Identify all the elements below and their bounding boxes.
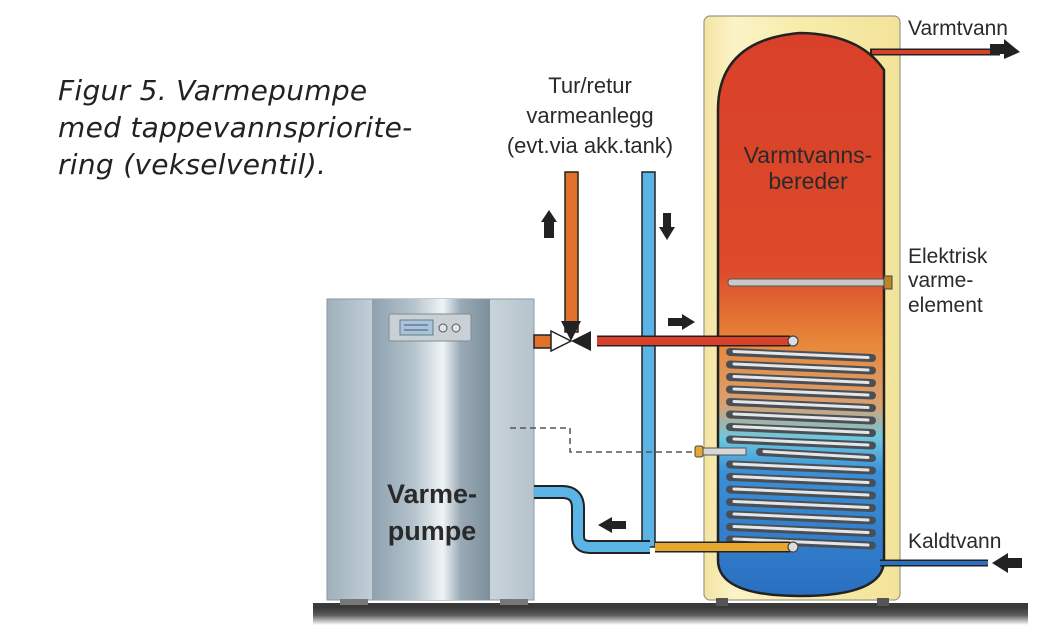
pump-label-line2: pumpe	[388, 516, 477, 546]
circuit-label-line2: varmeanlegg	[526, 103, 653, 128]
hot-water-arrow-icon	[990, 39, 1020, 59]
pump-return-pipe	[534, 487, 650, 552]
coil-highlight	[732, 487, 870, 497]
coil-highlight	[732, 512, 870, 522]
coil-highlight	[732, 500, 870, 509]
coil-highlight	[732, 525, 870, 534]
caption-line-1: Figur 5. Varmepumpe	[58, 74, 368, 107]
return-down-arrow-icon	[659, 227, 675, 240]
tank-label-line2: bereder	[768, 168, 848, 194]
coil-highlight	[732, 400, 870, 409]
element-label-line1: Elektrisk	[908, 245, 988, 268]
hot-water-label: Varmtvann	[908, 17, 1008, 40]
pump-return-arrow-icon	[598, 517, 612, 533]
coil-highlight	[732, 412, 870, 422]
element-label-line2: varme-	[908, 269, 973, 292]
cold-water-arrow-icon	[992, 553, 1022, 573]
coil-highlight	[732, 425, 870, 434]
coil-highlight	[762, 450, 870, 459]
coil-highlight	[732, 437, 870, 447]
coil-highlight	[732, 537, 870, 547]
coil-highlight	[732, 475, 870, 484]
supply-up-arrow-icon	[541, 210, 557, 222]
floor	[313, 605, 1028, 625]
floor-edge	[313, 603, 1028, 607]
pump-foot-left	[340, 599, 368, 605]
heat-exchanger-coil	[726, 348, 876, 550]
coil-highlight	[732, 362, 870, 372]
circuit-label-line3: (evt.via akk.tank)	[507, 133, 673, 158]
coil-highlight	[732, 462, 870, 472]
coil-highlight	[732, 375, 870, 384]
heat-pump-unit: Varme- pumpe	[326, 298, 535, 605]
supply-pipe	[564, 171, 579, 333]
caption-line-2: med tappevannsprioritе-	[58, 111, 413, 144]
circuit-label-line1: Tur/retur	[548, 73, 632, 98]
tank-label-line1: Varmtvanns-	[744, 142, 873, 168]
pump-label-line1: Varme-	[387, 479, 477, 509]
figure-caption: Figur 5. Varmepumpe med tappevannspriori…	[58, 72, 438, 183]
coil-flow-arrow-icon	[682, 314, 695, 330]
sensor-cable	[510, 427, 700, 453]
return-pipe	[641, 171, 656, 548]
coil-highlight	[732, 350, 870, 359]
cold-water-label: Kaldtvann	[908, 530, 1001, 553]
electric-heating-element	[727, 275, 893, 290]
temperature-sensor	[699, 447, 747, 456]
three-way-valve	[550, 321, 591, 353]
control-knob-2	[451, 323, 461, 333]
control-knob-1	[438, 323, 448, 333]
coil-highlight	[732, 387, 870, 397]
element-label-line3: element	[908, 294, 983, 317]
pump-foot-right	[500, 599, 528, 605]
tank-foot-left	[716, 598, 728, 606]
control-display	[399, 319, 434, 336]
tank-foot-right	[877, 598, 889, 606]
caption-line-3: ring (vekselventil).	[58, 148, 327, 181]
